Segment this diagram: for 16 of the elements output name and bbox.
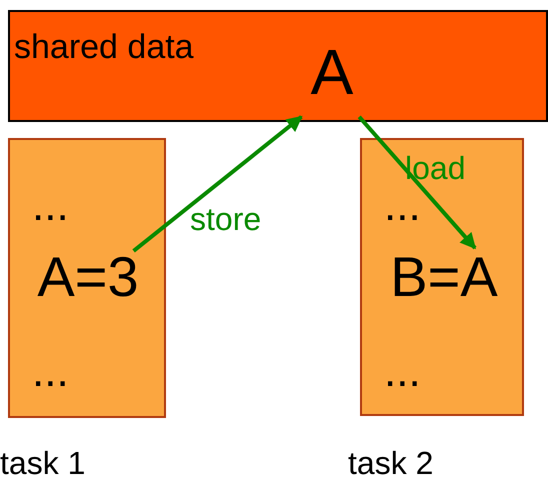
ellipsis-text: ... — [32, 184, 69, 228]
shared-data-band — [8, 10, 548, 122]
statement-text: B=A — [382, 248, 506, 306]
band-title: shared data — [14, 30, 194, 64]
edge-label: load — [405, 152, 466, 184]
task-caption: task 2 — [348, 447, 434, 479]
variable-label: A — [298, 40, 366, 104]
ellipsis-text: ... — [32, 350, 69, 394]
task-box — [360, 138, 524, 416]
edge-label: store — [190, 203, 262, 235]
statement-text: A=3 — [28, 248, 148, 306]
task-box — [8, 138, 166, 418]
ellipsis-text: ... — [384, 350, 421, 394]
ellipsis-text: ... — [384, 184, 421, 228]
task-caption: task 1 — [0, 447, 86, 479]
arrow — [132, 115, 303, 252]
